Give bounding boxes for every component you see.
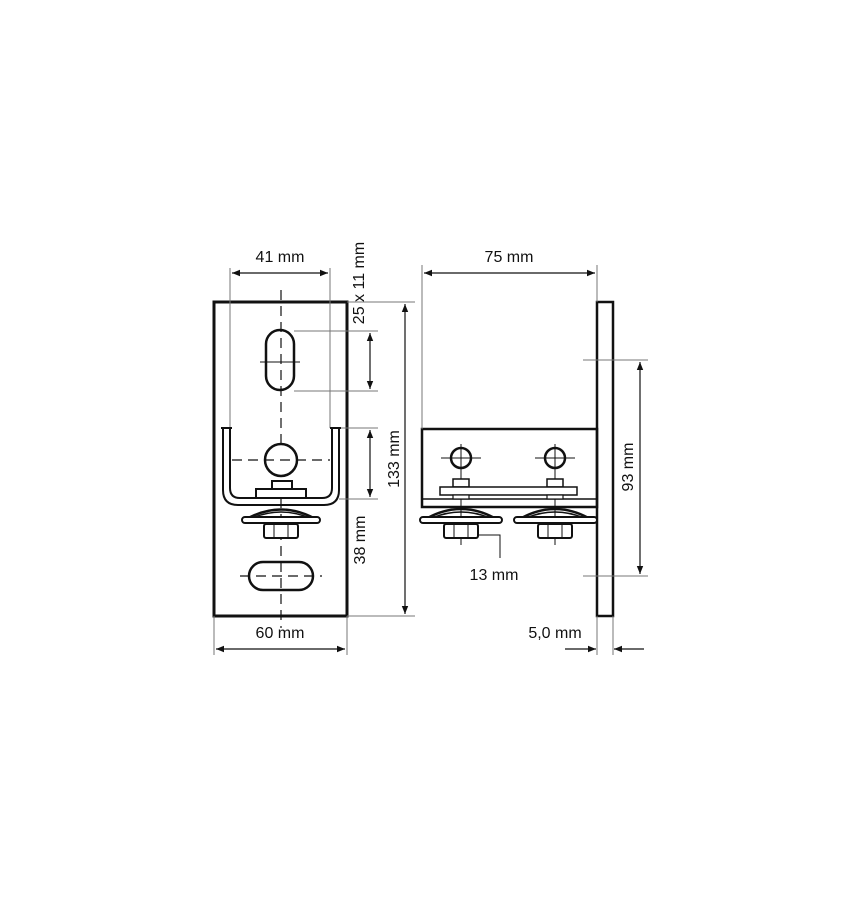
vertical-slot — [264, 328, 296, 392]
dim-75-label: 75 mm — [485, 249, 534, 266]
dim-slot-label: 25 x 11 mm — [351, 242, 368, 324]
washer-base — [513, 516, 598, 524]
nut-leader — [478, 534, 501, 558]
side-arm-outline — [420, 427, 599, 509]
fastener-2 — [513, 507, 598, 539]
dim-13-label: 13 mm — [470, 567, 519, 584]
fastener-1 — [419, 507, 503, 539]
dim-41-label: 41 mm — [256, 249, 305, 266]
u-clamp-outer — [222, 428, 340, 506]
bolt-shank — [452, 494, 470, 500]
bolt-head — [546, 478, 564, 488]
hex-nut — [263, 523, 299, 539]
bolt-head — [271, 480, 293, 490]
front-view: 41 mm 25 x 11 mm 38 mm — [212, 242, 415, 655]
side-view: 75 mm 13 — [419, 249, 648, 655]
washer-base — [419, 516, 503, 524]
bolt-head — [452, 478, 470, 488]
washer-plate — [255, 488, 307, 499]
dim-133-label: 133 mm — [386, 430, 403, 488]
washer-base — [241, 516, 321, 524]
dim-38-label: 38 mm — [352, 516, 369, 565]
dim-93-label: 93 mm — [620, 443, 637, 492]
hex-nut — [537, 523, 573, 539]
bolt-shank — [546, 494, 564, 500]
dim-5-label: 5,0 mm — [528, 625, 581, 642]
side-plate-outline — [595, 300, 615, 618]
clamp-plate — [439, 486, 578, 496]
hex-nut — [443, 523, 479, 539]
dim-60-label: 60 mm — [256, 625, 305, 642]
